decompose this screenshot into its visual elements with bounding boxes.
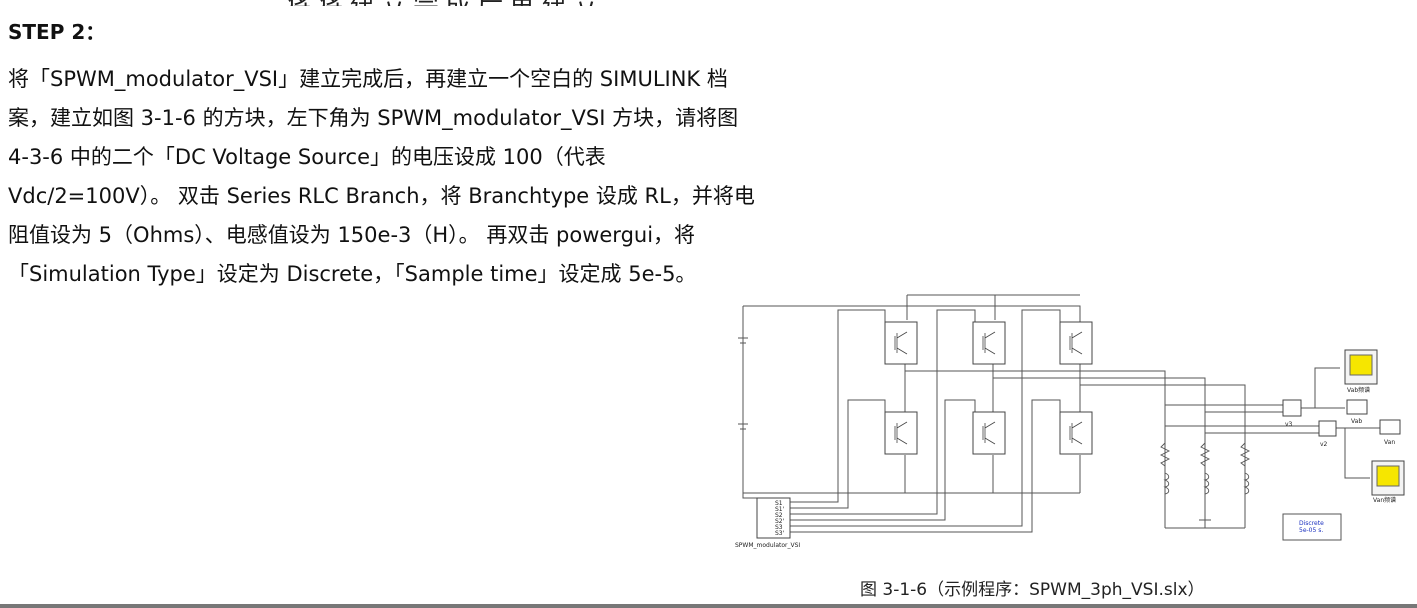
igbt-block: [884, 321, 1093, 455]
scope-label: Vab频谱: [1347, 386, 1370, 394]
voltmeter-label: v3: [1285, 421, 1293, 428]
paragraph-line: 「Simulation Type」设定为 Discrete，「Sample ti…: [8, 262, 697, 286]
instruction-paragraph: 将「SPWM_modulator_VSI」建立完成后，再建立一个空白的 SIMU…: [8, 60, 888, 294]
scope-label: Van频谱: [1373, 496, 1396, 504]
dc-voltage-source: [738, 337, 748, 430]
powergui-mode: Discrete: [1299, 520, 1324, 527]
simulink-diagram: v3 v2 Vab频谱 Vab Van Van频谱 Discrete 5e-05…: [735, 294, 1405, 549]
powergui-sample-time: 5e-05 s.: [1299, 527, 1323, 534]
scope-block: [1344, 349, 1405, 496]
scope-label: Van: [1384, 439, 1395, 446]
modulator-port: S3': [775, 530, 785, 537]
powergui-block: [1282, 513, 1342, 541]
modulator-port: S1: [775, 500, 783, 507]
modulator-port: S1': [775, 506, 785, 513]
cropped-heading: 将将建立完成后再建立: [285, 0, 805, 6]
step-title: STEP 2：: [8, 20, 106, 44]
figure-caption: 图 3-1-6（示例程序：SPWM_3ph_VSI.slx）: [860, 580, 1205, 600]
spwm-modulator-block: [756, 497, 791, 539]
bus-wires: [742, 294, 1386, 533]
page-divider: [0, 604, 1417, 608]
modulator-port: S2': [775, 518, 785, 525]
modulator-label: SPWM_modulator_VSI: [735, 542, 800, 549]
ground-icon: [1199, 518, 1211, 526]
voltmeter-label: v2: [1320, 441, 1328, 448]
modulator-port: S3: [775, 524, 783, 531]
paragraph-line: 将「SPWM_modulator_VSI」建立完成后，再建立一个空白的 SIMU…: [8, 67, 728, 91]
paragraph-line: 阻值设为 5（Ohms）、电感值设为 150e-3（H）。 再双击 powerg…: [8, 223, 696, 247]
paragraph-line: Vdc/2=100V）。 双击 Series RLC Branch，将 Bran…: [8, 184, 755, 208]
voltage-measurement: [1282, 399, 1337, 437]
igbt-symbols: [894, 331, 1083, 445]
series-rlc-branch: [1159, 442, 1251, 495]
scope-label: Vab: [1351, 418, 1362, 425]
modulator-port: S2: [775, 512, 783, 519]
paragraph-line: 4-3-6 中的二个「DC Voltage Source」的电压设成 100（代…: [8, 145, 606, 169]
paragraph-line: 案，建立如图 3-1-6 的方块，左下角为 SPWM_modulator_VSI…: [8, 106, 739, 130]
